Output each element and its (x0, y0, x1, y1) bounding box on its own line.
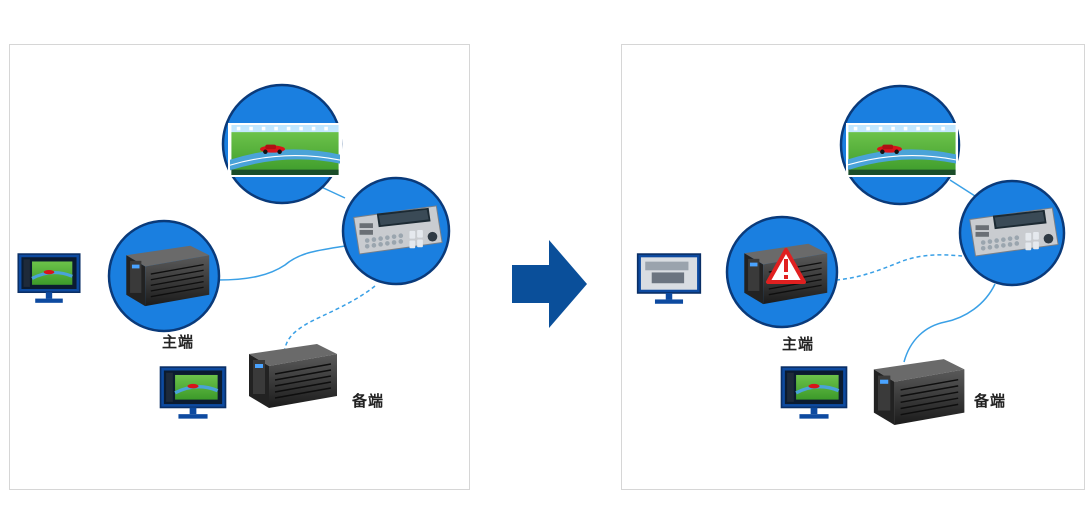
left-monitor-bottom (159, 366, 227, 421)
right-link-primary (835, 254, 963, 281)
left-backup-label: 备端 (352, 392, 385, 410)
right-monitor-top (636, 253, 702, 305)
right-monitor-bottom (780, 366, 848, 421)
left-controller-node (341, 176, 451, 286)
right-primary-label: 主端 (782, 335, 815, 353)
left-backup-server (248, 343, 338, 409)
right-backup-label: 备端 (974, 392, 1007, 410)
right-controller-node (958, 179, 1066, 287)
arrow-right-icon (512, 240, 587, 328)
left-primary-label: 主端 (162, 333, 195, 351)
right-backup-server (873, 358, 966, 426)
right-primary-node (725, 215, 839, 329)
left-primary-node (107, 219, 221, 333)
left-link-backup (283, 285, 376, 356)
right-link-backup (903, 283, 996, 363)
left-monitor-top (17, 253, 81, 305)
right-connections (835, 179, 996, 363)
left-screen-node (221, 83, 343, 205)
right-link-screen (949, 179, 976, 197)
right-screen-node (839, 84, 961, 206)
warning-icon (766, 248, 806, 284)
left-link-primary (217, 245, 346, 281)
